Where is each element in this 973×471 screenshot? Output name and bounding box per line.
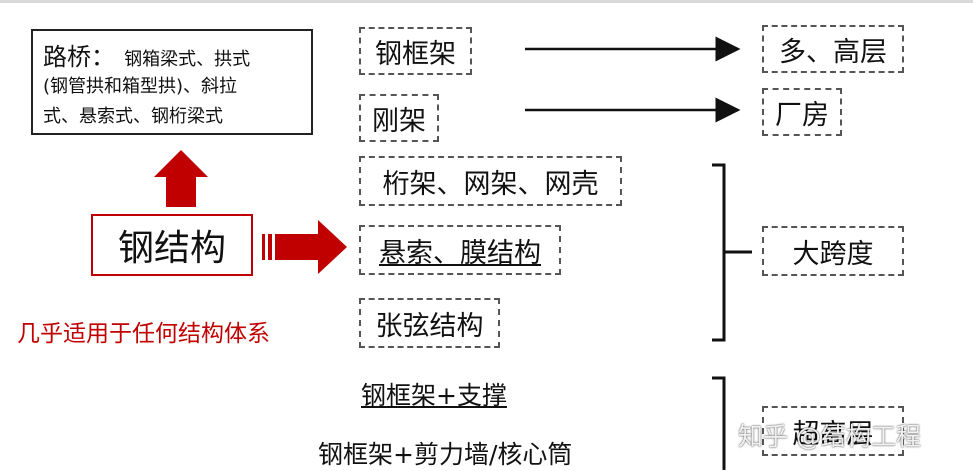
label-string-beam: 张弦结构 (375, 310, 484, 342)
bridges-line2: (钢管拱和箱型拱)、斜拉 (43, 76, 238, 97)
red-up-arrow (154, 150, 208, 207)
bracket-high-rise-systems (712, 376, 726, 470)
bridges-line1: 钢箱梁式、拱式 (124, 49, 251, 70)
label-steel-frame: 钢框架 (375, 38, 456, 70)
label-large-span: 大跨度 (792, 238, 874, 270)
label-cable-membrane: 悬索、膜结构 (379, 237, 541, 269)
label-factory: 厂房 (775, 99, 829, 131)
watermark-text: 知乎 @结构工程 (738, 422, 921, 451)
label-multi-high-rise: 多、高层 (779, 36, 887, 68)
label-truss-grid-shell: 桁架、网架、网壳 (382, 168, 599, 200)
box-factory: 厂房 (762, 88, 842, 136)
box-cable-membrane: 悬索、膜结构 (359, 225, 561, 275)
box-large-span: 大跨度 (762, 226, 904, 276)
label-super-high-rise: 超高层 (792, 418, 874, 450)
label-frame-wall-core: 钢框架+剪力墙/核心筒 (318, 440, 573, 469)
bridges-box: 路桥： 钢箱梁式、拱式 (钢管拱和箱型拱)、斜拉 式、悬索式、钢桁梁式 (31, 29, 313, 135)
box-super-high-rise: 超高层 (762, 406, 904, 456)
red-right-arrow (262, 220, 347, 274)
bridges-line3: 式、悬索式、钢桁梁式 (43, 106, 223, 127)
bridges-title: 路桥： (43, 43, 115, 71)
box-steel-frame: 钢框架 (359, 27, 472, 75)
label-frame-brace: 钢框架+支撑 (361, 381, 507, 410)
box-truss-grid-shell: 桁架、网架、网壳 (359, 156, 622, 206)
box-multi-high-rise: 多、高层 (762, 25, 904, 73)
steel-structure-box: 钢结构 (91, 214, 253, 276)
box-rigid-frame: 刚架 (359, 94, 439, 142)
caption-almost-any-system: 几乎适用于任何结构体系 (17, 321, 270, 347)
label-rigid-frame: 刚架 (372, 105, 426, 137)
box-string-beam: 张弦结构 (359, 298, 500, 348)
steel-structure-label: 钢结构 (117, 228, 226, 269)
bracket-large-span (712, 163, 752, 342)
top-border-line (0, 0, 973, 3)
